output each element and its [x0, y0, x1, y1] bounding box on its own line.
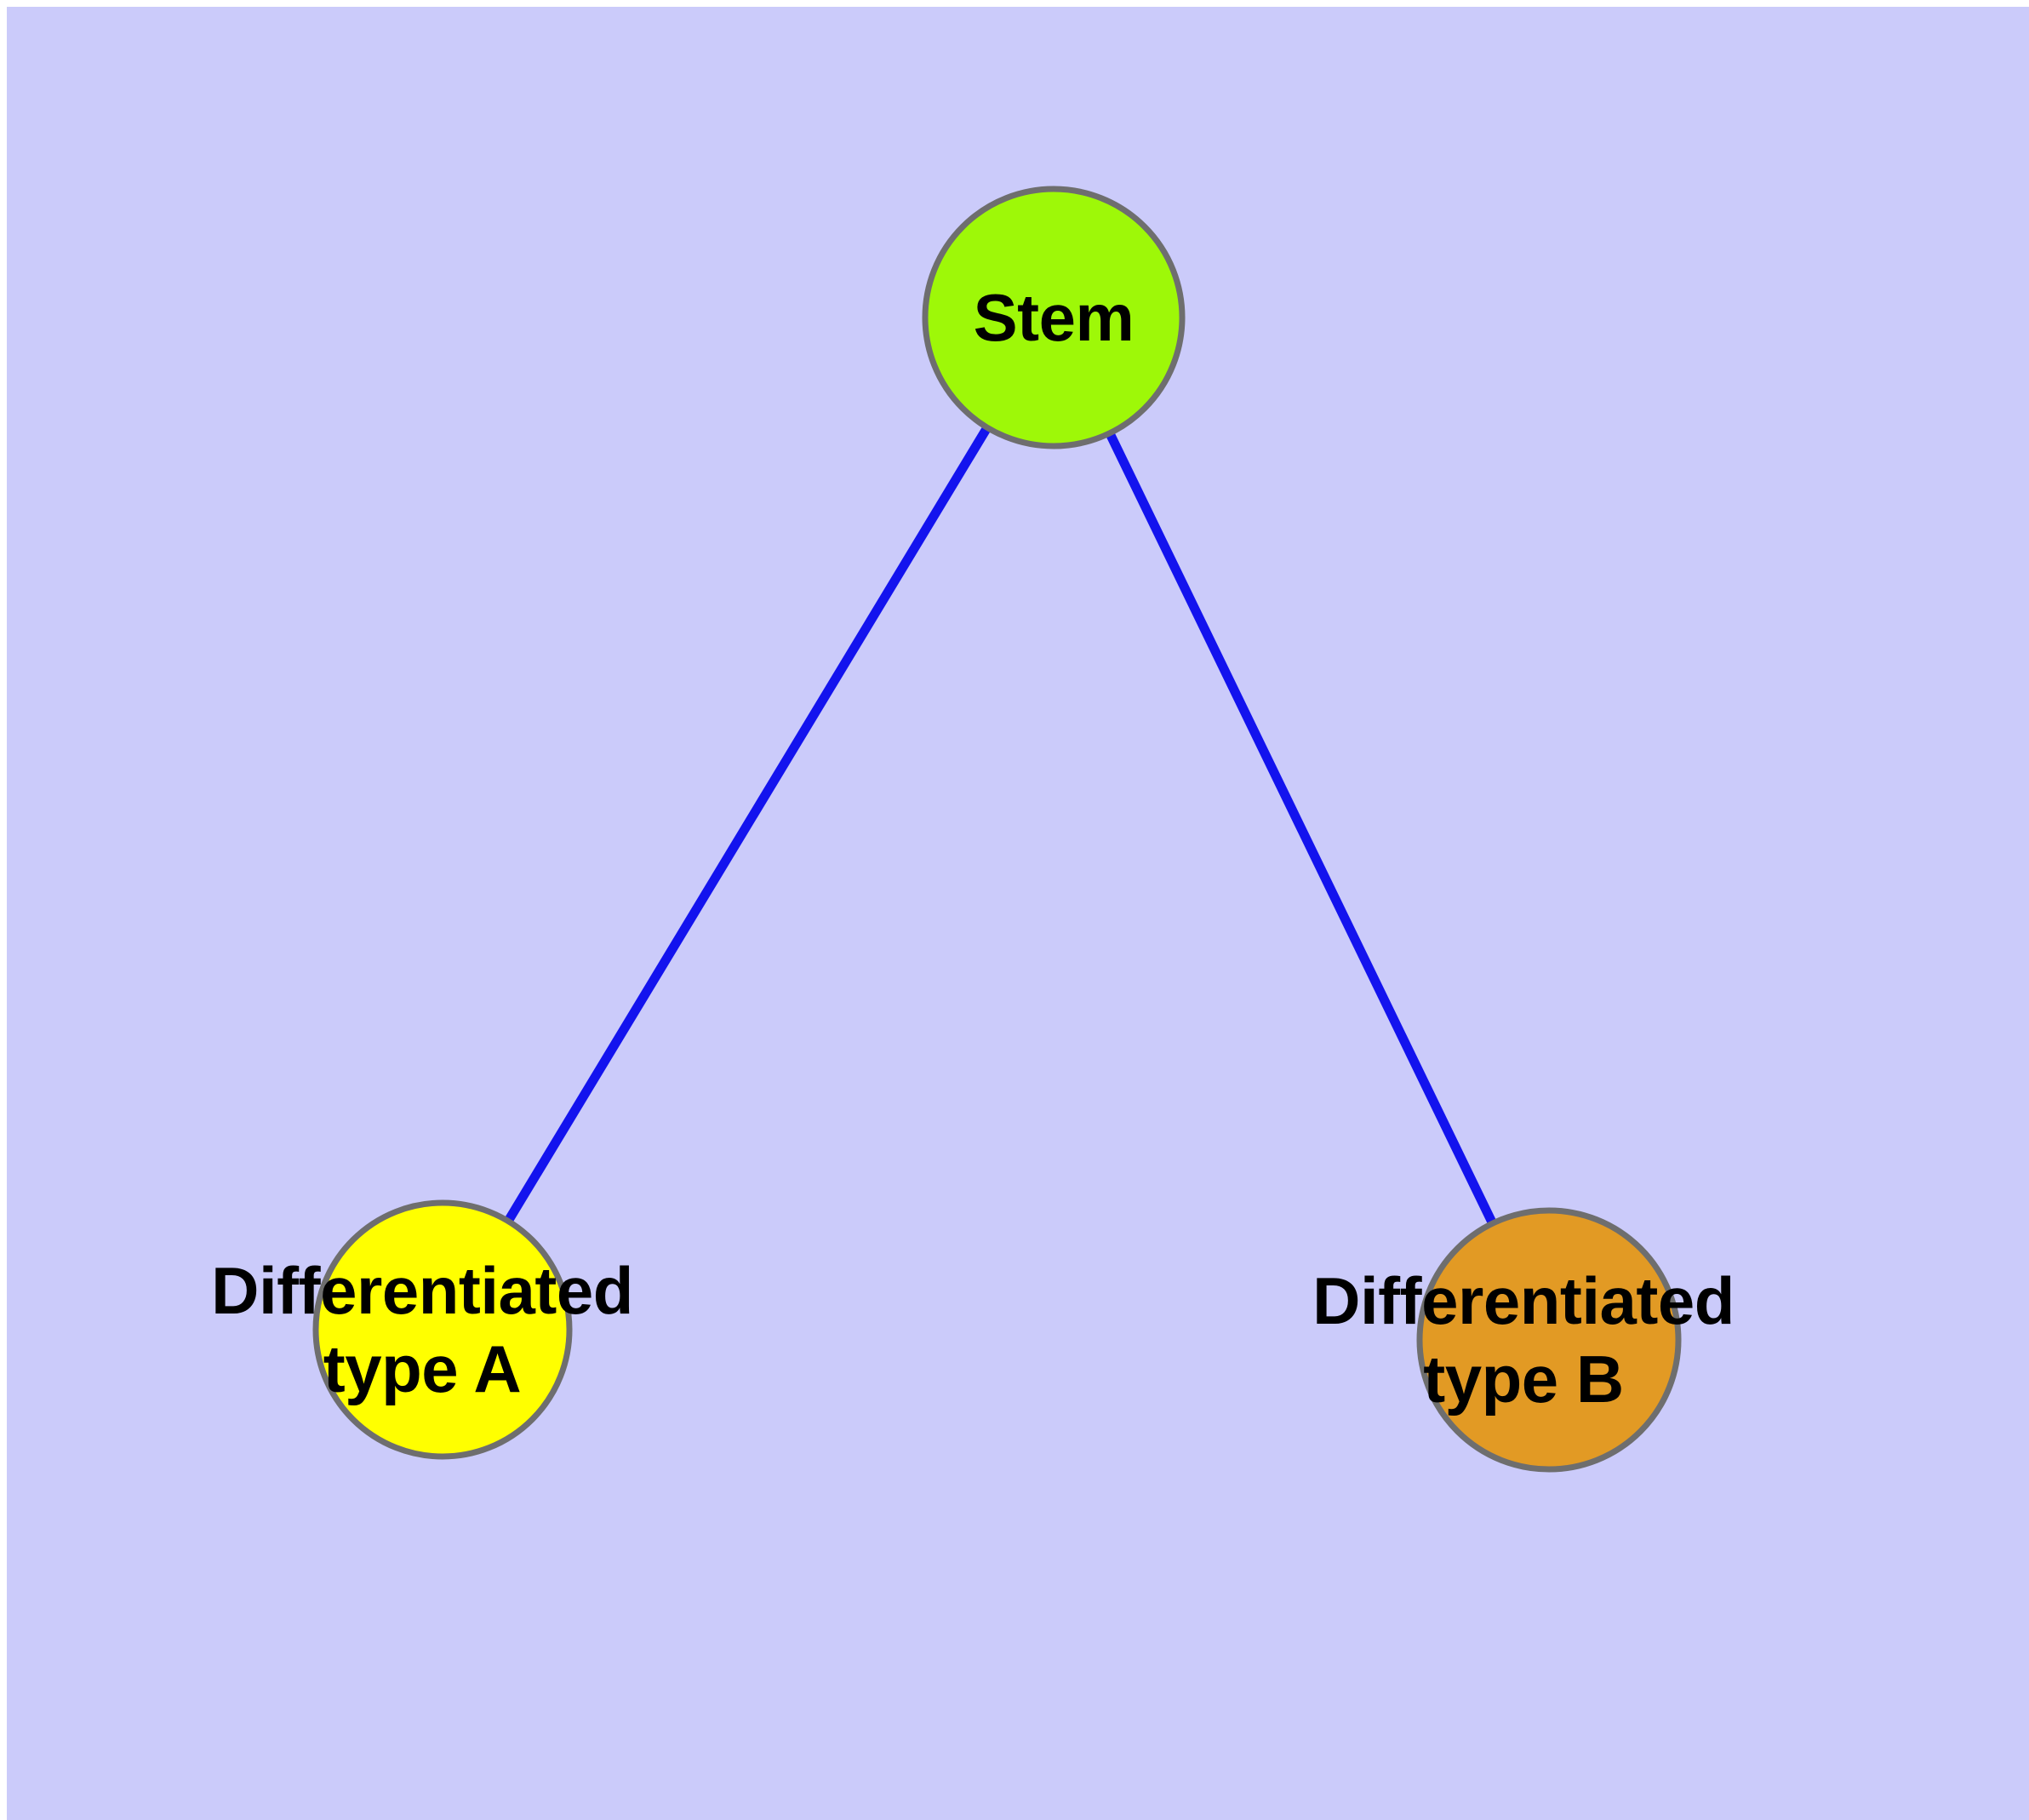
graph-edge-stem-diff_a[interactable] [503, 423, 992, 1226]
graph-node-diff_a[interactable] [312, 1199, 573, 1460]
graph-edge-stem-diff_b[interactable] [1105, 429, 1498, 1228]
edges-layer [503, 423, 1498, 1228]
graph-node-diff_b[interactable] [1416, 1207, 1682, 1473]
nodes-layer [312, 186, 1682, 1473]
graph-node-stem[interactable] [922, 186, 1186, 449]
